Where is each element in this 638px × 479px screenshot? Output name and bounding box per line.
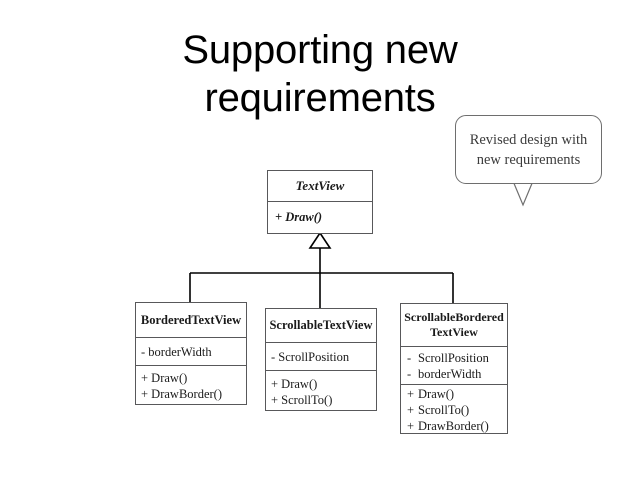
operation-row: +ScrollTo()	[407, 402, 507, 418]
callout-text: Revised design with new requirements	[464, 130, 594, 170]
attribute-row: - ScrollPosition	[271, 349, 350, 364]
visibility-marker: +	[407, 403, 415, 417]
callout-box: Revised design with new requirements	[455, 115, 602, 184]
attribute-name: ScrollPosition	[418, 350, 489, 365]
visibility-marker: +	[407, 419, 415, 433]
class-attributes-section: - ScrollPosition	[266, 343, 376, 371]
attribute-row: -ScrollPosition	[407, 350, 507, 366]
class-title-section: ScrollableTextView	[266, 309, 376, 343]
operation-name: DrawBorder()	[418, 419, 489, 433]
operation-row: +Draw()	[407, 386, 507, 402]
class-name-textview: TextView	[295, 178, 345, 193]
class-title-section: ScrollableBordered TextView	[401, 304, 507, 347]
callout-tail-icon	[512, 180, 534, 207]
class-box-textview[interactable]: TextView + Draw()	[267, 170, 373, 234]
operation-row: + ScrollTo()	[271, 392, 333, 407]
page-title: Supporting new requirements	[60, 26, 580, 122]
class-operations-section: + Draw() + DrawBorder()	[136, 366, 246, 406]
operation-row: +DrawBorder()	[407, 418, 507, 434]
class-attributes-section: -ScrollPosition -borderWidth	[401, 347, 507, 385]
class-box-borderedtextview[interactable]: BorderedTextView - borderWidth + Draw() …	[135, 302, 247, 405]
callout-line-2: new requirements	[476, 151, 581, 168]
class-attributes-section: - borderWidth	[136, 338, 246, 366]
class-box-scrollabletextview[interactable]: ScrollableTextView - ScrollPosition + Dr…	[265, 308, 377, 411]
attribute-name: borderWidth	[418, 366, 482, 381]
operation-name: Draw()	[418, 387, 455, 401]
operation-name: ScrollTo()	[418, 403, 470, 417]
callout-line-1: Revised design with	[469, 131, 588, 148]
class-operations-section: +Draw() +ScrollTo() +DrawBorder()	[401, 385, 507, 435]
page-title-line-2: requirements	[204, 76, 436, 120]
class-box-scrollableborderedtextview[interactable]: ScrollableBordered TextView -ScrollPosit…	[400, 303, 508, 434]
visibility-marker: +	[407, 387, 415, 401]
class-name-line-1: ScrollableBordered	[404, 310, 504, 324]
operation-row: + Draw()	[275, 210, 323, 224]
attribute-row: -borderWidth	[407, 366, 507, 382]
operation-row: + DrawBorder()	[141, 387, 222, 401]
class-title-section: BorderedTextView	[136, 303, 246, 338]
class-operations-section: + Draw()	[268, 202, 372, 233]
class-operations-section: + Draw() + ScrollTo()	[266, 371, 376, 412]
operation-row: + Draw()	[141, 371, 188, 385]
attribute-row: - borderWidth	[141, 344, 212, 359]
class-name-scrollabletextview: ScrollableTextView	[269, 318, 373, 332]
class-name-line-2: TextView	[430, 325, 478, 339]
inheritance-triangle-icon	[308, 231, 332, 249]
visibility-marker: -	[407, 350, 412, 365]
operation-row: + Draw()	[271, 376, 318, 391]
class-title-section: TextView	[268, 171, 372, 202]
visibility-marker: -	[407, 366, 412, 381]
class-name-borderedtextview: BorderedTextView	[140, 312, 242, 327]
page-title-line-1: Supporting new	[182, 28, 458, 72]
